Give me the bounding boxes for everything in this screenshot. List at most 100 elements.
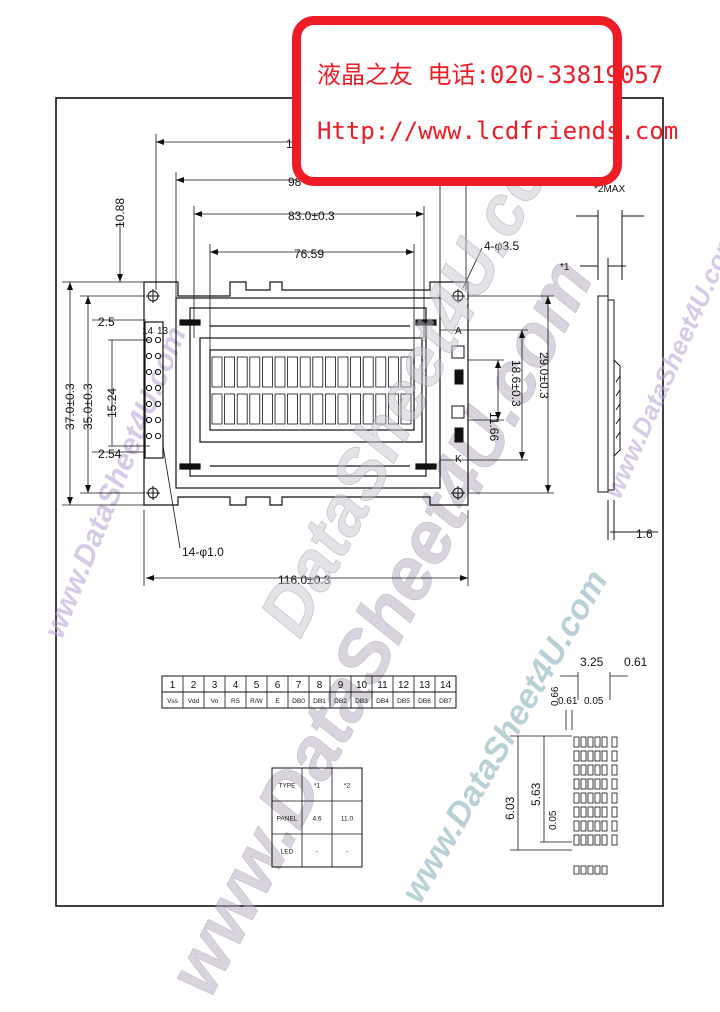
pin-name: DB1 (313, 698, 326, 705)
cursor-dot (580, 865, 587, 875)
char-cell (375, 356, 387, 388)
char-dot (573, 778, 580, 790)
cursor-dot (601, 865, 608, 875)
type-cell: - (316, 849, 318, 856)
watermark-small-1: www.DataSheet4U.com (38, 322, 193, 642)
char-dot (601, 778, 608, 790)
pin-hole (145, 400, 153, 408)
dim-2-54: 2.54 (98, 447, 122, 461)
char-dot (573, 834, 580, 846)
dim-11-66: 11.66 (487, 412, 501, 441)
dim-width-76: 76.59 (294, 247, 324, 261)
char-dot (594, 820, 601, 832)
dimension-texts: 10 98 83.0±0.3 76.59 116.0±0.3 4-φ3.5 14… (63, 137, 551, 587)
type-cell: - (346, 849, 348, 856)
char-dot (594, 792, 601, 804)
dim-mount-holes: 4-φ3.5 (484, 239, 519, 253)
char-dot-next (611, 820, 618, 832)
char-dot (580, 778, 587, 790)
dim-5-63: 5.63 (529, 782, 543, 806)
char-dot (587, 820, 594, 832)
pin-assignment-table: 1Vss2Vdd3Vo4RS5R/W6E7DB08DB19DB210DB311D… (161, 675, 457, 709)
pin-name: DB2 (334, 698, 347, 705)
contact-stamp: 液晶之友 电话:020-33819057 Http://www.lcdfrien… (292, 16, 678, 186)
pin-number: 2 (191, 680, 197, 691)
pin-hole (154, 416, 162, 424)
char-cell (299, 356, 311, 388)
char-dot (573, 820, 580, 832)
bezel-slot-bottom-r (415, 463, 437, 470)
pin-number: 5 (254, 680, 260, 691)
pin-number: 12 (398, 680, 410, 691)
char-dot-next (611, 806, 618, 818)
dim-35: 35.0±0.3 (81, 383, 95, 430)
type-header: *1 (314, 783, 321, 790)
pin-name: DB6 (418, 698, 431, 705)
dim-pin-holes: 14-φ1.0 (182, 545, 224, 559)
viewing-area (199, 337, 423, 443)
char-dot (594, 778, 601, 790)
type-cell: LED (281, 849, 294, 856)
dim-1-6: 1.6 (636, 527, 653, 541)
pin-14-label: 14 (142, 326, 154, 337)
char-cell (400, 356, 412, 388)
char-cell (287, 356, 299, 388)
char-dot (594, 806, 601, 818)
type-cell: 4.6 (312, 816, 321, 823)
char-dot (601, 792, 608, 804)
char-cell (261, 393, 273, 425)
pin-number: 4 (233, 680, 239, 691)
type-cell: PANEL (277, 816, 298, 823)
char-dot (601, 834, 608, 846)
pin-number: 7 (296, 680, 302, 691)
char-dot (587, 750, 594, 762)
char-cell (350, 356, 362, 388)
dim-0-05b: 0.05 (548, 810, 559, 830)
char-dot (580, 792, 587, 804)
watermark: www.DataSheet4U.com www.DataSheet4U.com … (38, 227, 720, 1008)
pin-hole (154, 400, 162, 408)
type-header: *2 (344, 783, 351, 790)
pin-name: E (275, 698, 280, 705)
char-dot (601, 750, 608, 762)
cursor-dot (587, 865, 594, 875)
char-dot-matrix (573, 736, 618, 875)
dim-star1: *1 (560, 262, 570, 273)
pin-hole (145, 416, 153, 424)
stamp-url-line[interactable]: Http://www.lcdfriends.com (317, 117, 679, 145)
pin-number: 1 (170, 680, 176, 691)
bezel-inner (189, 307, 427, 477)
char-cell (400, 393, 412, 425)
char-detail-texts: 3.25 0.61 0.66 0.61 0.05 6.03 5.63 0.05 (503, 655, 648, 830)
pin-number: 3 (212, 680, 218, 691)
char-cell (287, 393, 299, 425)
dim-15-24: 15.24 (105, 388, 119, 418)
dim-0-61: 0.61 (624, 655, 648, 669)
char-dot (573, 736, 580, 748)
char-cell (350, 393, 362, 425)
pin-name: DB5 (397, 698, 410, 705)
char-cell (249, 356, 261, 388)
char-dot (587, 736, 594, 748)
char-dot (580, 834, 587, 846)
pin-hole (145, 352, 153, 360)
char-cell (312, 393, 324, 425)
pin-hole (145, 432, 153, 440)
pin-a-label: A (455, 326, 462, 337)
pin-hole (154, 384, 162, 392)
type-cell: 11.0 (341, 816, 354, 823)
module-front-view (143, 281, 469, 506)
char-dot-next (611, 792, 618, 804)
char-cell (324, 393, 336, 425)
char-cell (211, 393, 223, 425)
cursor-dot (594, 865, 601, 875)
pin-number: 9 (338, 680, 344, 691)
stamp-phone-line: 液晶之友 电话:020-33819057 (317, 61, 664, 89)
pin-hole (145, 368, 153, 376)
char-dot (601, 736, 608, 748)
bezel-slot-top-r (415, 319, 437, 326)
char-dot-next (611, 750, 618, 762)
char-dot (573, 764, 580, 776)
char-cell (236, 356, 248, 388)
